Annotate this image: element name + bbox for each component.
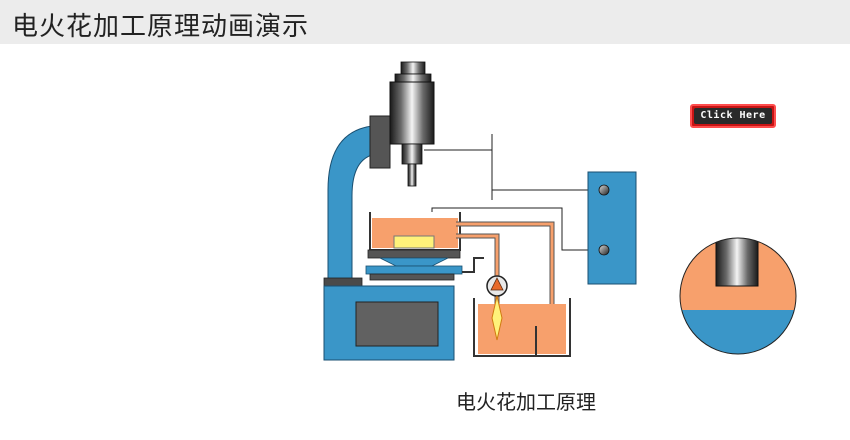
filter xyxy=(491,295,503,341)
diagram-caption: 电火花加工原理 xyxy=(456,390,596,414)
click-here-button[interactable]: Click Here xyxy=(690,104,776,128)
machine-base xyxy=(323,285,455,361)
title-bar: 电火花加工原理动画演示 xyxy=(0,0,850,44)
spark-gap-detail xyxy=(679,237,797,355)
terminal-negative xyxy=(598,244,610,256)
feed-handle xyxy=(462,257,484,273)
page-title: 电火花加工原理动画演示 xyxy=(12,12,310,42)
machine-frame xyxy=(323,115,391,287)
workpiece xyxy=(393,235,435,249)
terminal-positive xyxy=(598,184,610,196)
pump xyxy=(486,275,508,297)
power-wires xyxy=(424,134,604,251)
work-table xyxy=(365,249,463,281)
fluid-reservoir xyxy=(473,298,571,357)
click-here-label: Click Here xyxy=(694,108,772,124)
spindle-head xyxy=(389,61,435,165)
electrode-tool xyxy=(407,163,417,187)
pulse-power-supply xyxy=(587,171,637,285)
